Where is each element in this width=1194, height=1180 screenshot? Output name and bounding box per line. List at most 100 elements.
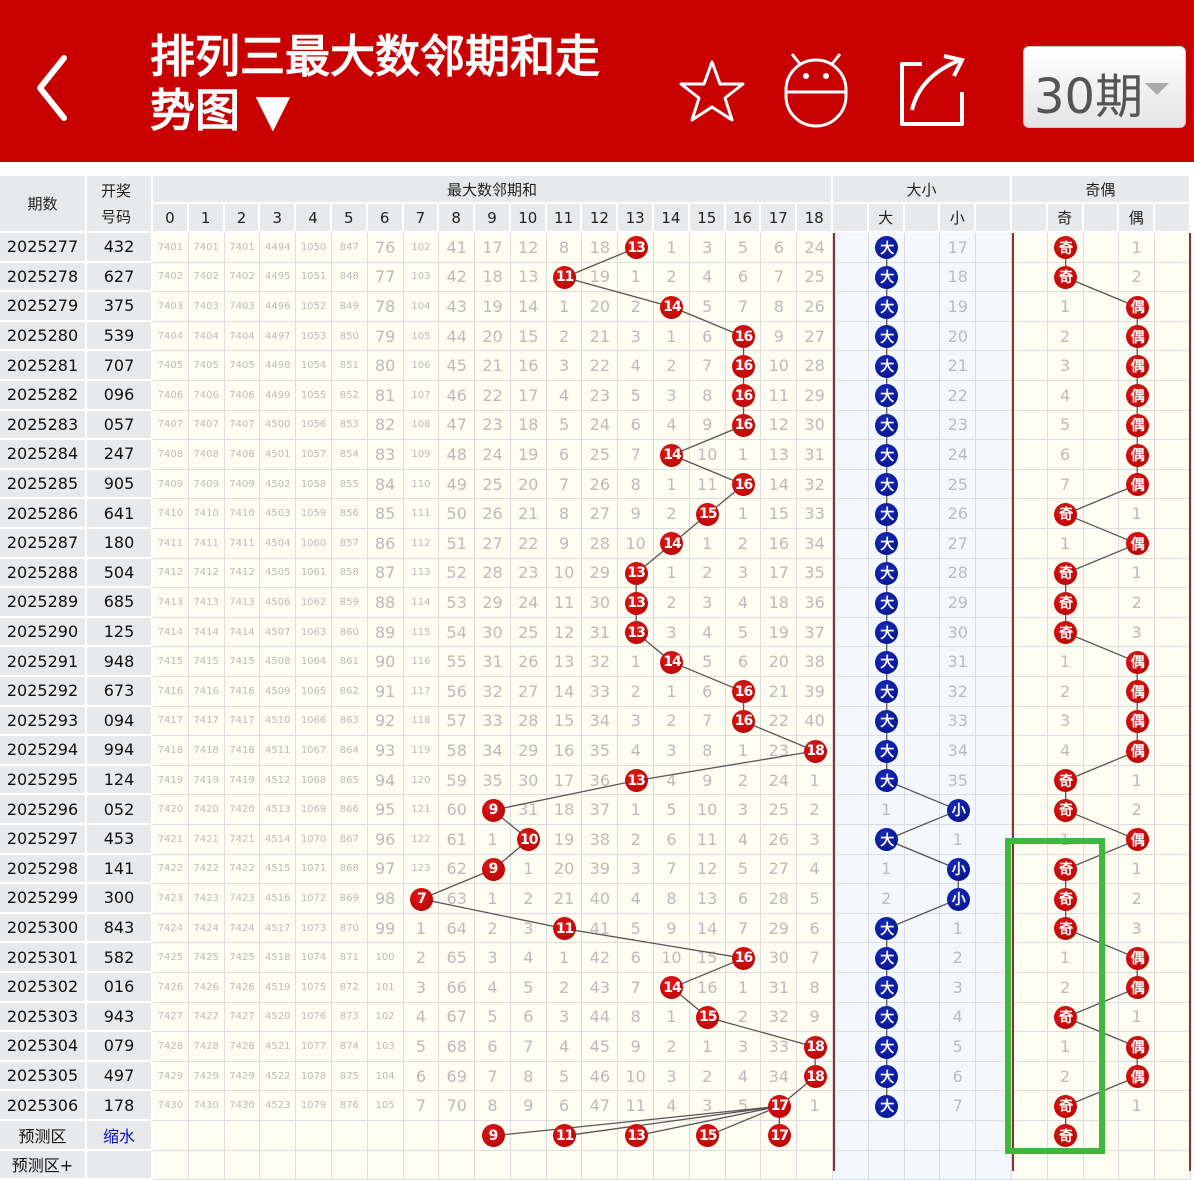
oe-cell — [1011, 440, 1048, 470]
omission-cell: 14 — [510, 292, 547, 322]
size-cell: 1 — [868, 795, 905, 825]
header-oe-col — [1011, 204, 1048, 233]
size-cell — [904, 706, 941, 737]
omission-cell: 5 — [475, 1002, 511, 1033]
row-number: 094 — [87, 706, 153, 737]
omission-cell: 7 — [689, 706, 726, 737]
omission-cell: 867 — [331, 825, 368, 855]
header-sum-2: 2 — [224, 204, 261, 233]
omission-cell: 872 — [331, 973, 368, 1003]
omission-cell: 1060 — [296, 529, 332, 559]
hit-ball: 14 — [660, 976, 684, 1000]
omission-cell: 7425 — [224, 943, 261, 973]
back-chevron-icon[interactable] — [30, 50, 80, 126]
omission-cell: 7 — [510, 1032, 547, 1062]
omission-cell: 7409 — [153, 469, 189, 500]
omission-cell: 114 — [403, 588, 440, 618]
period-select[interactable]: 30期 — [1023, 46, 1186, 128]
omission-cell: 57 — [439, 706, 476, 737]
omission-cell: 7401 — [153, 233, 189, 263]
oe-cell: 1 — [1119, 854, 1156, 885]
star-icon[interactable] — [674, 48, 750, 132]
omission-cell: 6 — [689, 321, 726, 352]
omission-cell: 60 — [439, 795, 476, 825]
omission-cell: 7410 — [153, 499, 189, 529]
omission-cell: 1075 — [296, 973, 332, 1003]
share-icon[interactable] — [892, 48, 968, 132]
omission-cell: 847 — [331, 233, 368, 263]
omission-cell: 7403 — [224, 292, 261, 322]
omission-cell: 76 — [367, 233, 404, 263]
omission-cell: 865 — [331, 765, 368, 796]
hit-ball: 奇 — [1054, 561, 1078, 585]
header-sum-12: 12 — [582, 204, 619, 233]
size-cell: 5 — [940, 1032, 977, 1062]
omission-cell: 7408 — [153, 440, 189, 470]
header-period: 期数 — [0, 176, 87, 233]
omission-cell: 2 — [725, 529, 762, 559]
hit-ball: 偶 — [1125, 680, 1149, 704]
omission-cell: 2 — [654, 262, 690, 293]
omission-cell: 6 — [725, 884, 762, 914]
row-period: 2025281 — [0, 351, 87, 381]
page-title[interactable]: 排列三最大数邻期和走势图 ▼ — [150, 30, 601, 137]
row-number: 905 — [87, 469, 153, 500]
size-cell — [904, 321, 941, 352]
oe-cell: 7 — [1047, 469, 1084, 500]
omission-cell: 26 — [475, 499, 511, 529]
omission-cell: 7428 — [153, 1032, 189, 1062]
omission-cell: 67 — [439, 1002, 476, 1033]
android-icon[interactable] — [778, 48, 854, 132]
row-period: 2025301 — [0, 943, 87, 973]
omission-cell: 2 — [403, 943, 440, 973]
omission-cell: 21 — [510, 499, 547, 529]
omission-cell: 7411 — [153, 529, 189, 559]
omission-cell: 50 — [439, 499, 476, 529]
hit-ball: 13 — [624, 591, 648, 615]
hit-ball: 17 — [767, 1094, 791, 1118]
omission-cell: 24 — [475, 440, 511, 470]
oe-cell: 2 — [1119, 588, 1156, 618]
row-period: 2025289 — [0, 588, 87, 618]
omission-cell: 30 — [582, 588, 619, 618]
omission-cell: 26 — [582, 469, 619, 500]
size-cell: 28 — [940, 558, 977, 589]
size-cell — [976, 588, 1012, 618]
omission-cell: 78 — [367, 292, 404, 322]
oe-cell — [1011, 973, 1048, 1003]
omission-cell: 9 — [618, 499, 655, 529]
omission-cell: 852 — [331, 381, 368, 411]
omission-cell: 1053 — [296, 321, 332, 352]
omission-cell: 88 — [367, 588, 404, 618]
omission-cell: 7415 — [153, 647, 189, 677]
omission-cell: 1 — [475, 825, 511, 855]
omission-cell: 7419 — [188, 765, 225, 796]
omission-cell: 7412 — [188, 558, 225, 589]
size-cell: 19 — [940, 292, 977, 322]
hit-ball: 10 — [517, 828, 541, 852]
hit-ball: 7 — [409, 887, 433, 911]
omission-cell: 122 — [403, 825, 440, 855]
omission-cell: 24 — [582, 410, 619, 441]
omission-cell: 854 — [331, 440, 368, 470]
omission-cell: 27 — [475, 529, 511, 559]
omission-cell: 7 — [618, 440, 655, 470]
size-cell — [833, 854, 869, 885]
omission-cell: 6 — [475, 1032, 511, 1062]
hit-ball: 奇 — [1054, 236, 1078, 260]
hit-ball: 16 — [732, 354, 756, 378]
omission-cell: 34 — [582, 706, 619, 737]
omission-cell: 27 — [582, 499, 619, 529]
size-cell — [976, 617, 1012, 648]
omission-cell: 1069 — [296, 795, 332, 825]
omission-cell: 869 — [331, 884, 368, 914]
size-cell — [976, 736, 1012, 766]
omission-cell: 61 — [439, 825, 476, 855]
omission-cell: 90 — [367, 647, 404, 677]
header-sum-1: 1 — [188, 204, 225, 233]
omission-cell: 851 — [331, 351, 368, 381]
omission-cell: 39 — [582, 854, 619, 885]
omission-cell: 17 — [546, 765, 583, 796]
row-number: 843 — [87, 913, 153, 944]
omission-cell: 7420 — [153, 795, 189, 825]
